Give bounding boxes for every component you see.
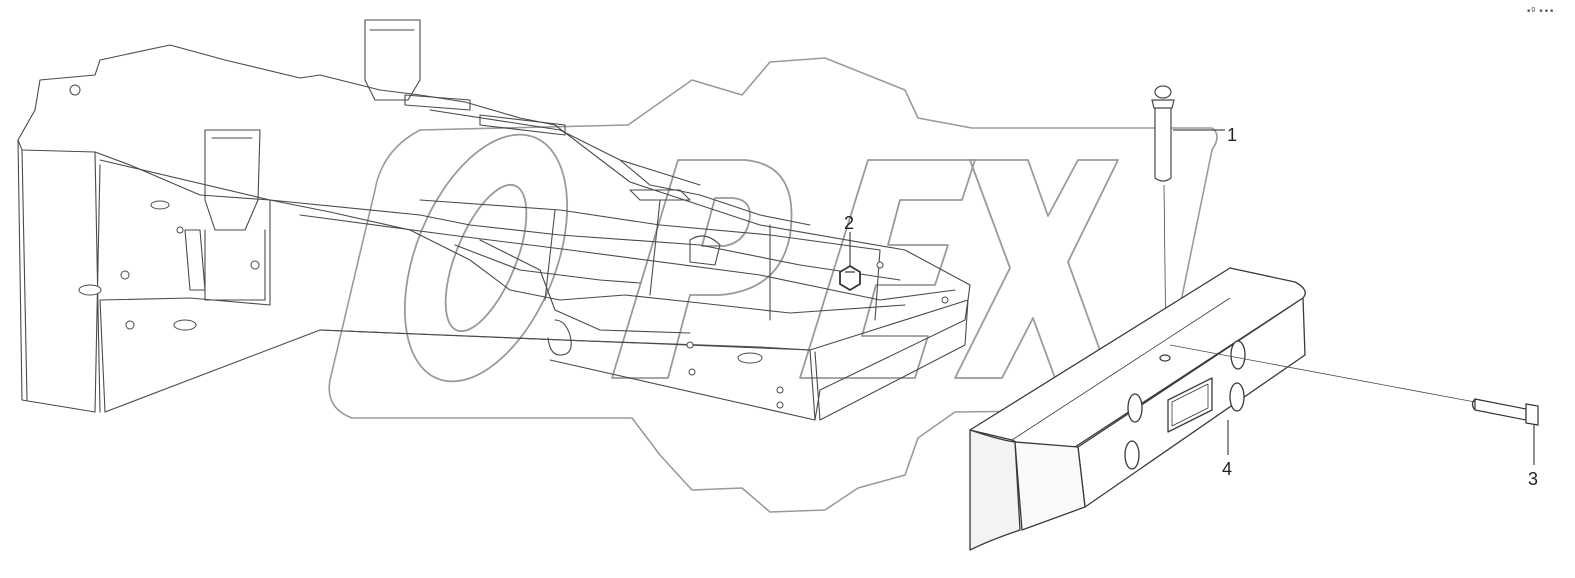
callout-4: 4 (1222, 420, 1232, 479)
hex-nut-part (839, 264, 861, 292)
lock-pin-part (1151, 85, 1175, 182)
machine-frame (17, 19, 971, 421)
callout-1: 1 (1173, 125, 1237, 145)
callout-2: 2 (844, 213, 854, 266)
frame-bolt-holes (69, 84, 949, 409)
callout-3: 3 (1528, 425, 1538, 489)
callout-1-label: 1 (1227, 125, 1237, 145)
bolt-axis-line (1169, 344, 1476, 403)
corner-mark: •º ••• (1526, 7, 1554, 17)
watermark-letters (403, 133, 1119, 383)
callout-4-label: 4 (1222, 459, 1232, 479)
callout-2-label: 2 (844, 213, 854, 233)
callout-3-label: 3 (1528, 469, 1538, 489)
bolt-part (1471, 398, 1539, 426)
counterweight-part (969, 267, 1306, 551)
